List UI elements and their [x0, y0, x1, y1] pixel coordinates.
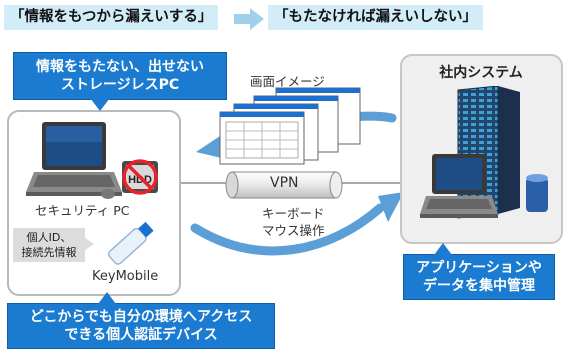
keymobile-label: KeyMobile [92, 269, 159, 284]
usb-key-icon [107, 221, 154, 265]
bottom-callout-line-2: できる個人認証デバイス [64, 327, 218, 343]
callout-pointer [90, 98, 110, 111]
input-ops-label: キーボード マウス操作 [262, 205, 325, 239]
screen-images-icon [219, 87, 361, 165]
id-info-line-1: 個人ID、 [26, 231, 72, 244]
security-pc-label: セキュリティ PC [35, 203, 130, 218]
screen-image-label: 画面イメージ [250, 74, 325, 89]
slogan-right: 「もたなければ漏えいしない」 [268, 5, 483, 30]
hdd-icon: HDD [122, 159, 158, 195]
bottom-callout-line-1: どこからでも自分の環境へアクセス [29, 309, 253, 325]
right-callout-pointer [434, 243, 452, 255]
bottom-callout-pointer [98, 292, 116, 304]
mouse-op-label: マウス操作 [262, 223, 325, 238]
vpn-tunnel [225, 171, 343, 199]
mouse-icon [101, 189, 115, 199]
pointer-triangle [82, 236, 94, 252]
slogan-left: 「情報をもつから漏えいする」 [4, 5, 219, 30]
id-info-line-2: 接続先情報 [21, 246, 77, 259]
arrow-right-icon [234, 8, 264, 30]
laptop-icon [26, 122, 122, 196]
company-system-title: 社内システム [439, 65, 523, 81]
central-management-callout: アプリケーションや データを集中管理 [403, 254, 555, 300]
right-callout-line-2: データを集中管理 [423, 278, 535, 294]
vpn-label: VPN [270, 175, 299, 191]
callout-line-1: 情報をもたない、出せない [36, 59, 204, 75]
server-laptop-icon [420, 154, 498, 218]
id-info-box: 個人ID、 接続先情報 [13, 228, 85, 262]
callout-line-2: ストレージレスPC [60, 77, 180, 93]
auth-device-callout: どこからでも自分の環境へアクセス できる個人認証デバイス [7, 303, 275, 349]
right-callout-line-1: アプリケーションや [416, 260, 542, 276]
input-arrow-head [378, 192, 404, 222]
keyboard-label: キーボード [262, 206, 325, 221]
storageless-pc-callout: 情報をもたない、出せない ストレージレスPC [13, 52, 227, 100]
